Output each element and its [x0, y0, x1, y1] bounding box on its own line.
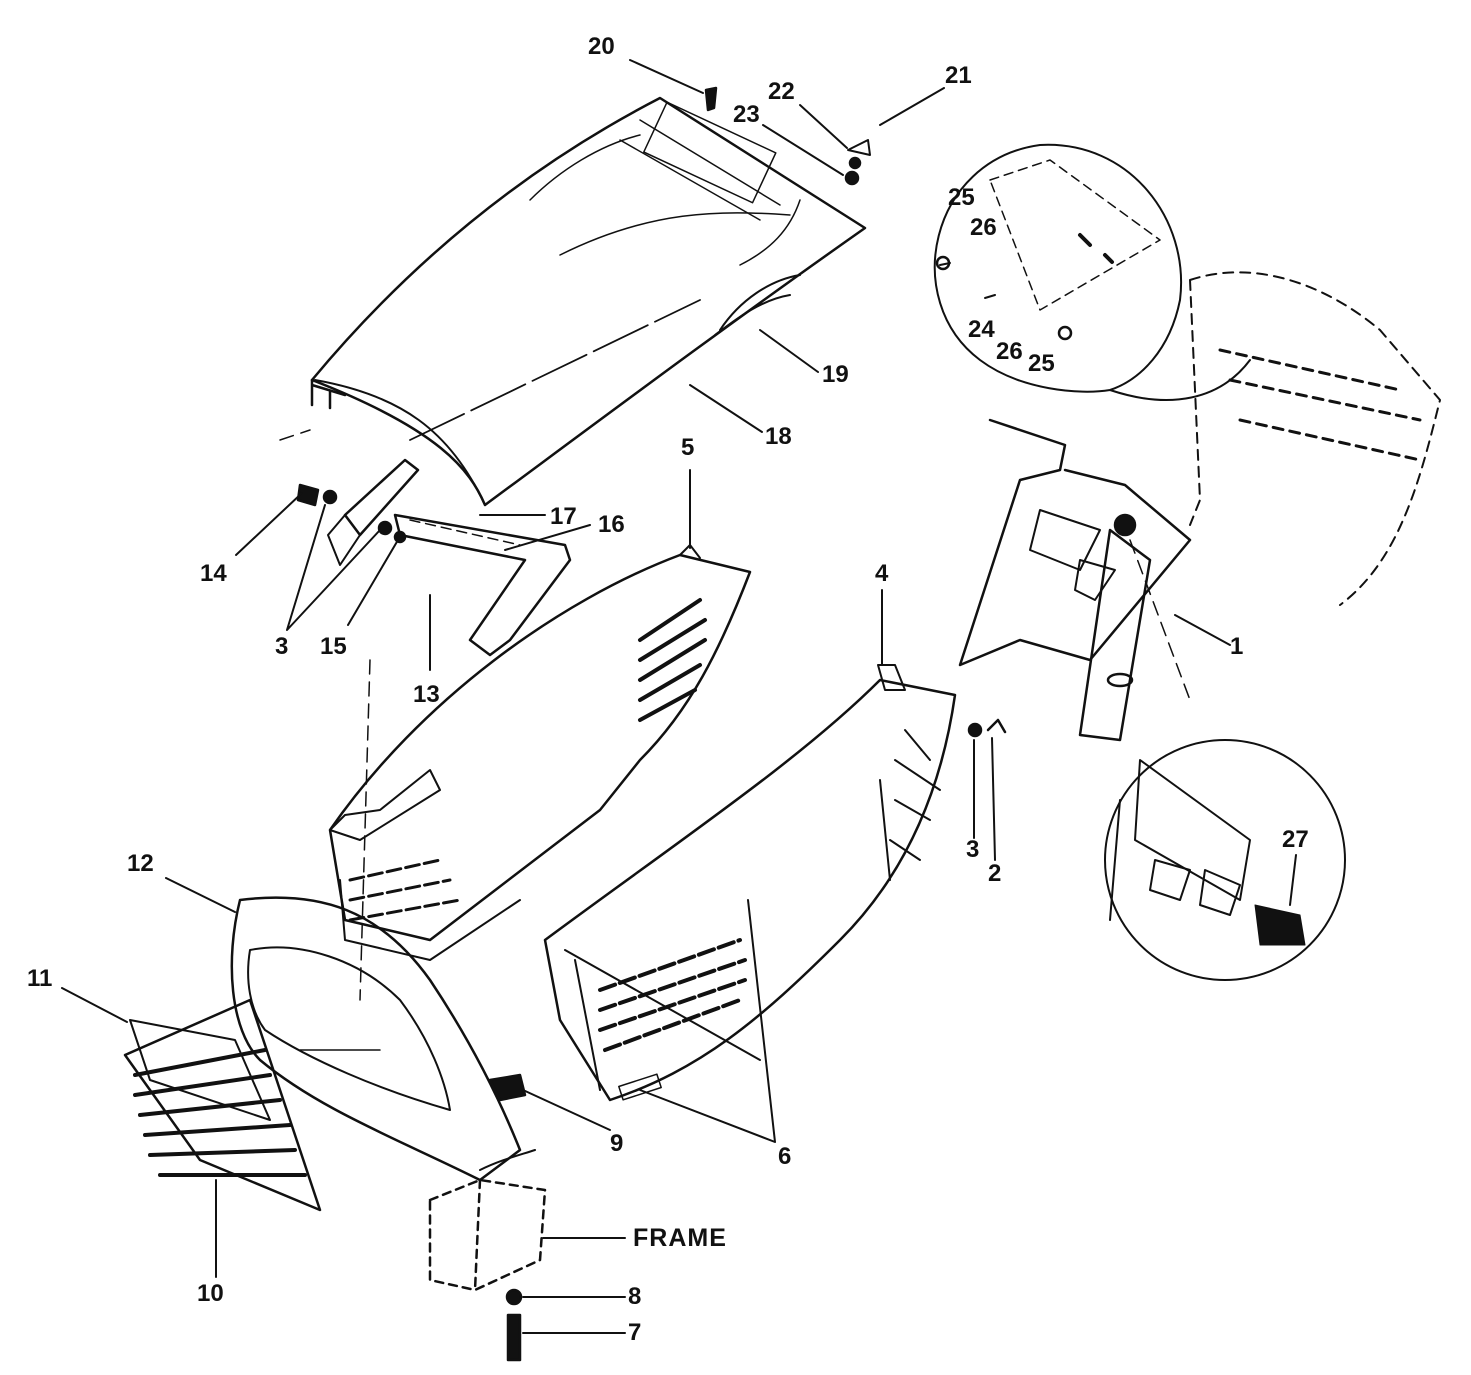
- callout-26a: 26: [970, 214, 997, 241]
- callout-13: 13: [413, 681, 440, 708]
- callout-18: 18: [765, 423, 792, 450]
- callout-7: 7: [628, 1319, 642, 1346]
- callout-5: 5: [681, 434, 695, 461]
- callout-19: 19: [822, 361, 849, 388]
- callout-25b: 25: [1028, 350, 1055, 377]
- grille-10: [123, 998, 322, 1212]
- hood-bracket-parts: [296, 458, 572, 657]
- callout-2: 2: [988, 860, 1002, 887]
- leader-lines: [61, 59, 1297, 1334]
- hardware-2-3: [704, 86, 1007, 738]
- callout-20: 20: [588, 33, 615, 60]
- callout-12: 12: [127, 850, 154, 877]
- callout-6: 6: [778, 1143, 792, 1170]
- detail-circle-bottom: [1104, 739, 1346, 981]
- callout-8: 8: [628, 1283, 642, 1310]
- callout-10: 10: [197, 1280, 224, 1307]
- side-panel-4: [543, 664, 957, 1102]
- callout-14: 14: [200, 560, 227, 587]
- callout-3a: 3: [275, 633, 289, 660]
- callout-15: 15: [320, 633, 347, 660]
- callout-26b: 26: [996, 338, 1023, 365]
- side-panel-5: [328, 544, 752, 961]
- callout-21: 21: [945, 62, 972, 89]
- callout-11: 11: [27, 965, 53, 992]
- callout-27: 27: [1282, 826, 1309, 853]
- callout-3b: 3: [966, 836, 980, 863]
- callout-9: 9: [610, 1130, 624, 1157]
- alignment-lines: [279, 429, 1191, 1001]
- callout-17: 17: [550, 503, 577, 530]
- callout-24: 24: [968, 316, 995, 343]
- callout-25a: 25: [948, 184, 975, 211]
- callout-1: 1: [1230, 633, 1244, 660]
- callout-4: 4: [875, 560, 889, 587]
- firewall-panel-1: [958, 418, 1192, 742]
- callout-16: 16: [598, 511, 625, 538]
- detail-circle-top: [933, 143, 1251, 401]
- hood-part: [310, 96, 867, 507]
- frame-label: FRAME: [633, 1224, 727, 1252]
- callout-22: 22: [768, 78, 795, 105]
- callout-23: 23: [733, 101, 760, 128]
- frame-block: [428, 1073, 547, 1362]
- console-dashed: [1189, 271, 1441, 606]
- front-cowl-12: [230, 896, 536, 1182]
